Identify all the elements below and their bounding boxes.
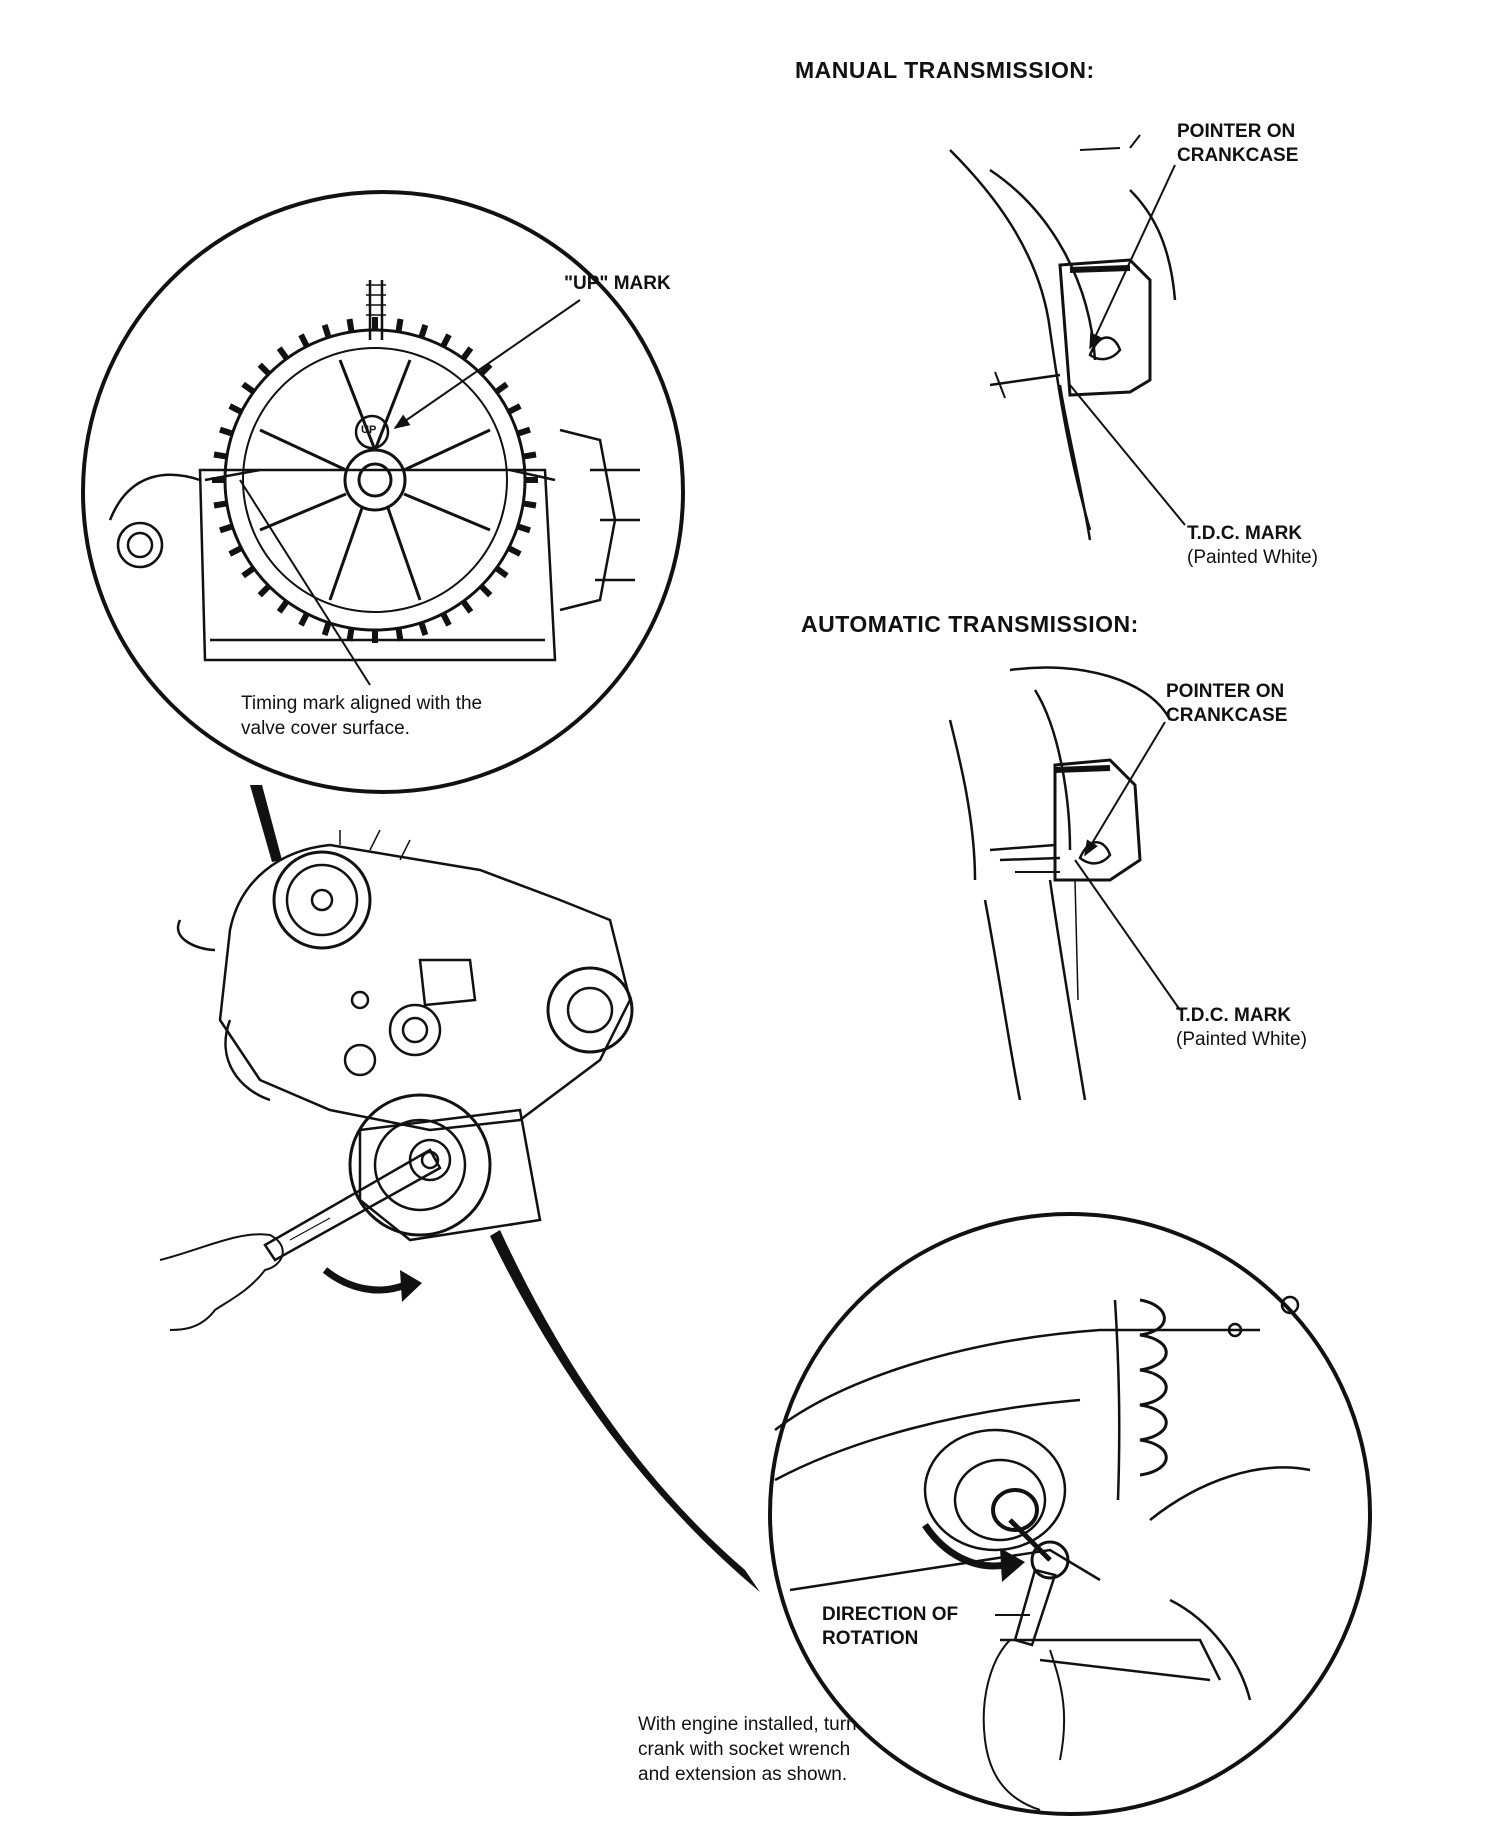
gear-tooth <box>298 333 310 348</box>
crank-connector <box>490 1230 760 1592</box>
gear-tooth <box>494 565 509 579</box>
gear-tooth <box>516 523 531 534</box>
gear-tooth <box>228 403 243 415</box>
timing-caption-line2: valve cover surface. <box>241 718 410 739</box>
automatic-pointer-label-line1: POINTER ON <box>1166 681 1285 702</box>
gear-tooth <box>241 565 256 579</box>
gear-tooth <box>257 583 272 598</box>
manual-heading: MANUAL TRANSMISSION: <box>795 57 1095 83</box>
gear-tooth <box>321 621 332 636</box>
gear-tooth <box>346 318 355 333</box>
crank-detail-circle <box>768 1212 1372 1816</box>
gear-tooth <box>395 318 404 333</box>
gear-tooth <box>213 500 228 509</box>
gear-tooth <box>516 426 531 437</box>
gear-tooth <box>346 627 355 642</box>
automatic-tdc-label: T.D.C. MARK <box>1176 1005 1292 1026</box>
gear-tooth <box>228 545 243 557</box>
gear-tooth <box>507 545 522 557</box>
gear-tooth <box>321 324 332 339</box>
crank-caption-line2: crank with socket wrench <box>638 1739 851 1760</box>
crank-caption-line3: and extension as shown. <box>638 1764 848 1785</box>
gear-tooth <box>478 362 493 377</box>
manual-pointer-label-line1: POINTER ON <box>1177 121 1296 142</box>
gear-tooth <box>276 346 290 361</box>
gear-tooth <box>418 621 429 636</box>
gear-tooth <box>522 500 537 509</box>
gear-tooth <box>478 583 493 598</box>
automatic-transmission-detail <box>948 666 1181 1101</box>
manual-transmission-detail <box>949 134 1186 541</box>
engine-overview <box>159 829 634 1331</box>
up-mark-circle <box>354 414 390 450</box>
camshaft-detail-circle <box>81 190 685 794</box>
manual-pointer-label-line2: CRANKCASE <box>1177 145 1299 166</box>
gear-tooth <box>241 381 256 395</box>
timing-caption-line1: Timing mark aligned with the <box>241 693 483 714</box>
gear-tooth <box>213 451 228 460</box>
gear-tooth <box>440 333 452 348</box>
gear-tooth <box>395 627 404 642</box>
gear-tooth <box>494 381 509 395</box>
gear-tooth <box>298 612 310 627</box>
gear-tooth <box>219 426 234 437</box>
camshaft-sprocket-gear <box>212 317 538 643</box>
gear-tooth <box>522 451 537 460</box>
direction-label-line1: DIRECTION OF <box>822 1604 959 1625</box>
camshaft-connector <box>250 785 282 862</box>
direction-label-line2: ROTATION <box>822 1628 919 1649</box>
crank-caption-line1: With engine installed, turn <box>638 1714 857 1735</box>
gear-tooth <box>507 403 522 415</box>
direction-arrow <box>922 1523 1006 1570</box>
gear-tooth <box>460 599 474 614</box>
automatic-pointer-label-line2: CRANKCASE <box>1166 705 1288 726</box>
manual-tdc-note: (Painted White) <box>1187 547 1318 568</box>
gear-tooth <box>418 324 429 339</box>
gear-tooth <box>440 612 452 627</box>
gear-tooth <box>219 523 234 534</box>
automatic-heading: AUTOMATIC TRANSMISSION: <box>801 611 1139 637</box>
up-mark-label: "UP" MARK <box>564 273 671 294</box>
rotation-arrow-engine <box>322 1267 407 1294</box>
gear-tooth <box>276 599 290 614</box>
up-mark-stamp: UP <box>361 424 377 436</box>
gear-tooth <box>460 346 474 361</box>
automatic-tdc-note: (Painted White) <box>1176 1029 1307 1050</box>
gear-tooth <box>257 362 272 377</box>
manual-tdc-label: T.D.C. MARK <box>1187 523 1303 544</box>
